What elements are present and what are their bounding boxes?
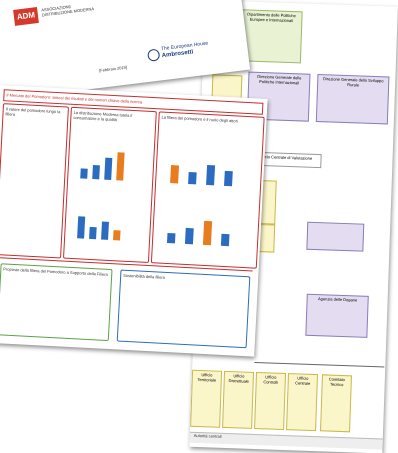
- org-leaf-1-label: Ufficio Territoriale: [197, 372, 217, 383]
- org-leaf-5-label: Comitato Tecnico: [328, 376, 345, 388]
- right-bar-chart-1: [166, 153, 252, 187]
- mid-bar-1a: [80, 168, 88, 179]
- org-agency-box: Agenzia delle Dogane: [305, 293, 369, 338]
- right-bar-2a: [166, 232, 176, 244]
- org-bottom-strip-label: Autorità centrali: [193, 432, 222, 439]
- org-leaf-3-label: Ufficio Controlli: [263, 374, 279, 385]
- right-bar-2c: [202, 220, 213, 246]
- org-col-3-box: Direzione Generale dello Sviluppo Rurale: [315, 73, 390, 125]
- mid-bar-1c: [104, 157, 113, 180]
- mid-bar-chart-1: [78, 148, 139, 181]
- mid-bar-1d: [116, 152, 125, 181]
- org-agency-label: Agenzia delle Dogane: [317, 296, 358, 303]
- mid-bar-2b: [89, 226, 97, 240]
- right-bar-1d: [224, 170, 233, 187]
- adm-logo: ADM: [13, 7, 39, 26]
- right-bar-2d: [220, 233, 230, 247]
- bottom-right-panel: Sostenibilità della filiera: [116, 269, 251, 349]
- right-bar-1a: [170, 165, 180, 184]
- org-leaf-1: Ufficio Territoriale: [190, 369, 223, 428]
- org-leaf-2-label: Ufficio Distrettuale: [228, 373, 249, 384]
- right-bar-1b: [188, 171, 197, 185]
- right-panel: La filiera del pomodoro e il ruolo degli…: [150, 111, 265, 269]
- left-panel: Il valore del pomodoro lungo la filiera: [0, 103, 69, 259]
- org-connector-line: [254, 361, 385, 368]
- bottom-left-panel: Proposte della filiera del Pomodoro a Su…: [0, 263, 113, 342]
- left-panel-title: Il valore del pomodoro lungo la filiera: [5, 106, 61, 117]
- publisher-name: ASSOCIAZIONE DISTRIBUZIONE MODERNA: [41, 1, 94, 18]
- right-bar-2b: [184, 227, 194, 245]
- mid-bar-2c: [101, 221, 109, 240]
- mid-panel-title: La distribuzione Moderna tutela il consu…: [73, 109, 133, 123]
- partner-logo-icon: [146, 48, 161, 62]
- mid-bar-2d: [113, 230, 121, 241]
- org-top-label: Dipartimento delle Politiche Europee e I…: [247, 11, 296, 24]
- org-col-3-label: Direzione Generale dello Sviluppo Rurale: [322, 76, 384, 88]
- org-purple-box-4: [306, 221, 365, 252]
- mid-bar-chart-2: [75, 208, 136, 241]
- bottom-right-title: Sostenibilità della filiera: [123, 272, 166, 280]
- org-leaf-4-label: Ufficio Centrale: [295, 375, 311, 386]
- bottom-left-title: Proposte della filiera del Pomodoro a Su…: [3, 266, 108, 277]
- mid-bar-2a: [77, 216, 86, 239]
- date-label: [Febbraio 2019]: [98, 64, 128, 73]
- mid-bar-1b: [92, 164, 100, 180]
- org-leaf-3: Ufficio Controlli: [254, 372, 287, 431]
- mid-panel: La distribuzione Moderna tutela il consu…: [63, 106, 157, 264]
- right-panel-title: La filiera del pomodoro e il ruolo degli…: [161, 114, 239, 124]
- org-leaf-2: Ufficio Distrettuale: [222, 370, 255, 429]
- right-bar-1c: [206, 164, 216, 186]
- infographic-page: Il Mercato del Pomodoro: sintesi dei ris…: [0, 85, 268, 357]
- org-leaf-5: Comitato Tecnico: [320, 374, 352, 433]
- right-bar-chart-2: [163, 213, 249, 247]
- org-col-2-label: Direzione Generale delle Politiche Inter…: [257, 73, 302, 86]
- org-leaf-4: Ufficio Centrale: [286, 373, 319, 432]
